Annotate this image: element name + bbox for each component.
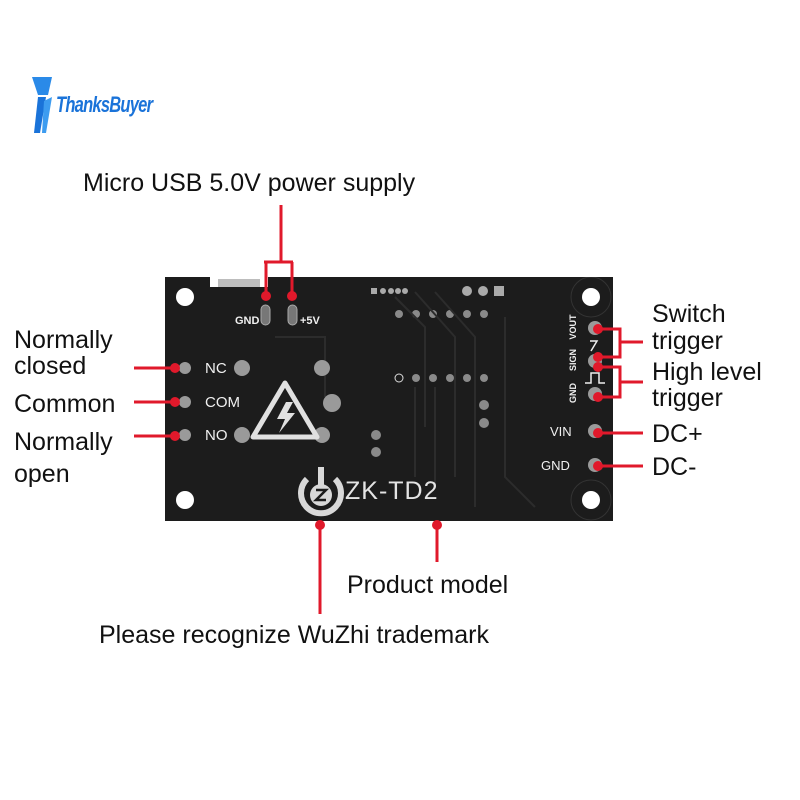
dc-plus-label: DC+ — [652, 420, 703, 448]
silk-nc: NC — [205, 360, 227, 377]
silk-gnd-trigger: GND — [568, 383, 578, 403]
dc-minus-label: DC- — [652, 453, 697, 481]
silk-sign: SIGN — [568, 349, 578, 372]
usb-power-label: Micro USB 5.0V power supply — [83, 169, 416, 197]
pcb-board: GND +5V NC COM NO VOUT SIGN GND VIN GND … — [165, 277, 613, 521]
trademark-label: Please recognize WuZhi trademark — [99, 621, 489, 649]
high-level-trigger-label-line2: trigger — [652, 384, 723, 412]
silk-vout: VOUT — [568, 314, 578, 340]
mount-hole — [176, 491, 194, 509]
mount-hole — [176, 288, 194, 306]
logo-mark-icon — [32, 75, 54, 135]
mount-hole — [582, 288, 600, 306]
normally-open-label-line1: Normally — [14, 428, 113, 456]
wuzhi-trademark-icon — [298, 467, 344, 517]
switch-trigger-label-line2: trigger — [652, 327, 723, 355]
silk-gnd-dc: GND — [541, 458, 570, 473]
silk-usb-gnd: GND — [235, 315, 260, 327]
silk-vin: VIN — [550, 424, 572, 439]
mount-hole — [582, 491, 600, 509]
high-level-trigger-label-line1: High level — [652, 358, 762, 386]
brand-logo: ThanksBuyer — [32, 70, 184, 140]
switch-trigger-label-line1: Switch — [652, 300, 726, 328]
silk-usb-5v: +5V — [300, 315, 320, 327]
silk-no: NO — [205, 427, 228, 444]
silk-com: COM — [205, 394, 240, 411]
product-model-label: Product model — [347, 571, 509, 599]
normally-open-label-line2: open — [14, 460, 70, 488]
logo-text: ThanksBuyer — [56, 92, 153, 117]
model-silkscreen: ZK-TD2 — [345, 477, 439, 505]
micro-usb-port — [218, 279, 260, 287]
normally-closed-label-line1: Normally — [14, 326, 113, 354]
common-label: Common — [14, 390, 116, 418]
high-voltage-warning-icon — [250, 380, 320, 440]
normally-closed-label-line2: closed — [14, 352, 87, 380]
